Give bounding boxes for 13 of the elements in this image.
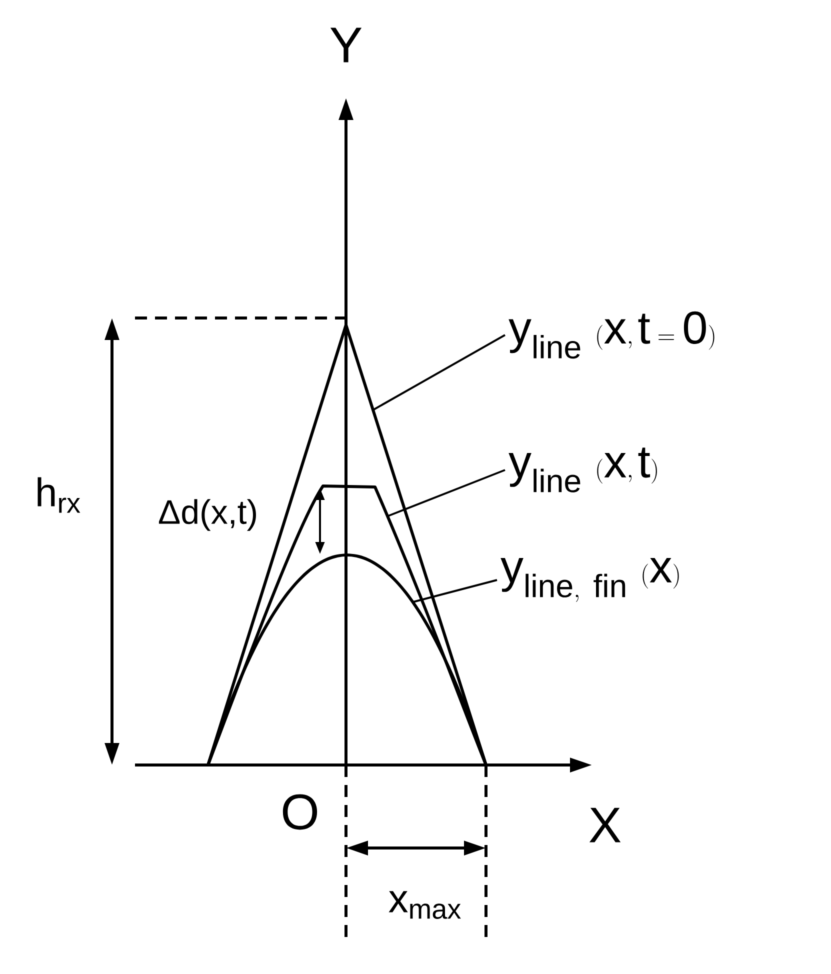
dimension-label: h$_{rx}$ [38, 477, 80, 513]
leader-line [372, 334, 506, 411]
curve-label: $\mathsf{y_{line}\ (x,t=0)}$ [508, 311, 714, 359]
origin-label: O [282, 794, 318, 830]
axis-label: X [589, 808, 621, 842]
leader-line [412, 579, 498, 603]
dimension-label: Δd(x,t) [158, 499, 256, 531]
curve-label: $\mathsf{y_{line,\ fin}\ (x)}$ [500, 558, 679, 602]
final-curve [206, 554, 488, 766]
leader-line [388, 469, 506, 517]
curve-label: $\mathsf{y_{line}\ (x,t)}$ [508, 448, 657, 492]
dimension-label: x$_{max}$ [388, 891, 461, 919]
axis-label: Y [330, 28, 362, 62]
